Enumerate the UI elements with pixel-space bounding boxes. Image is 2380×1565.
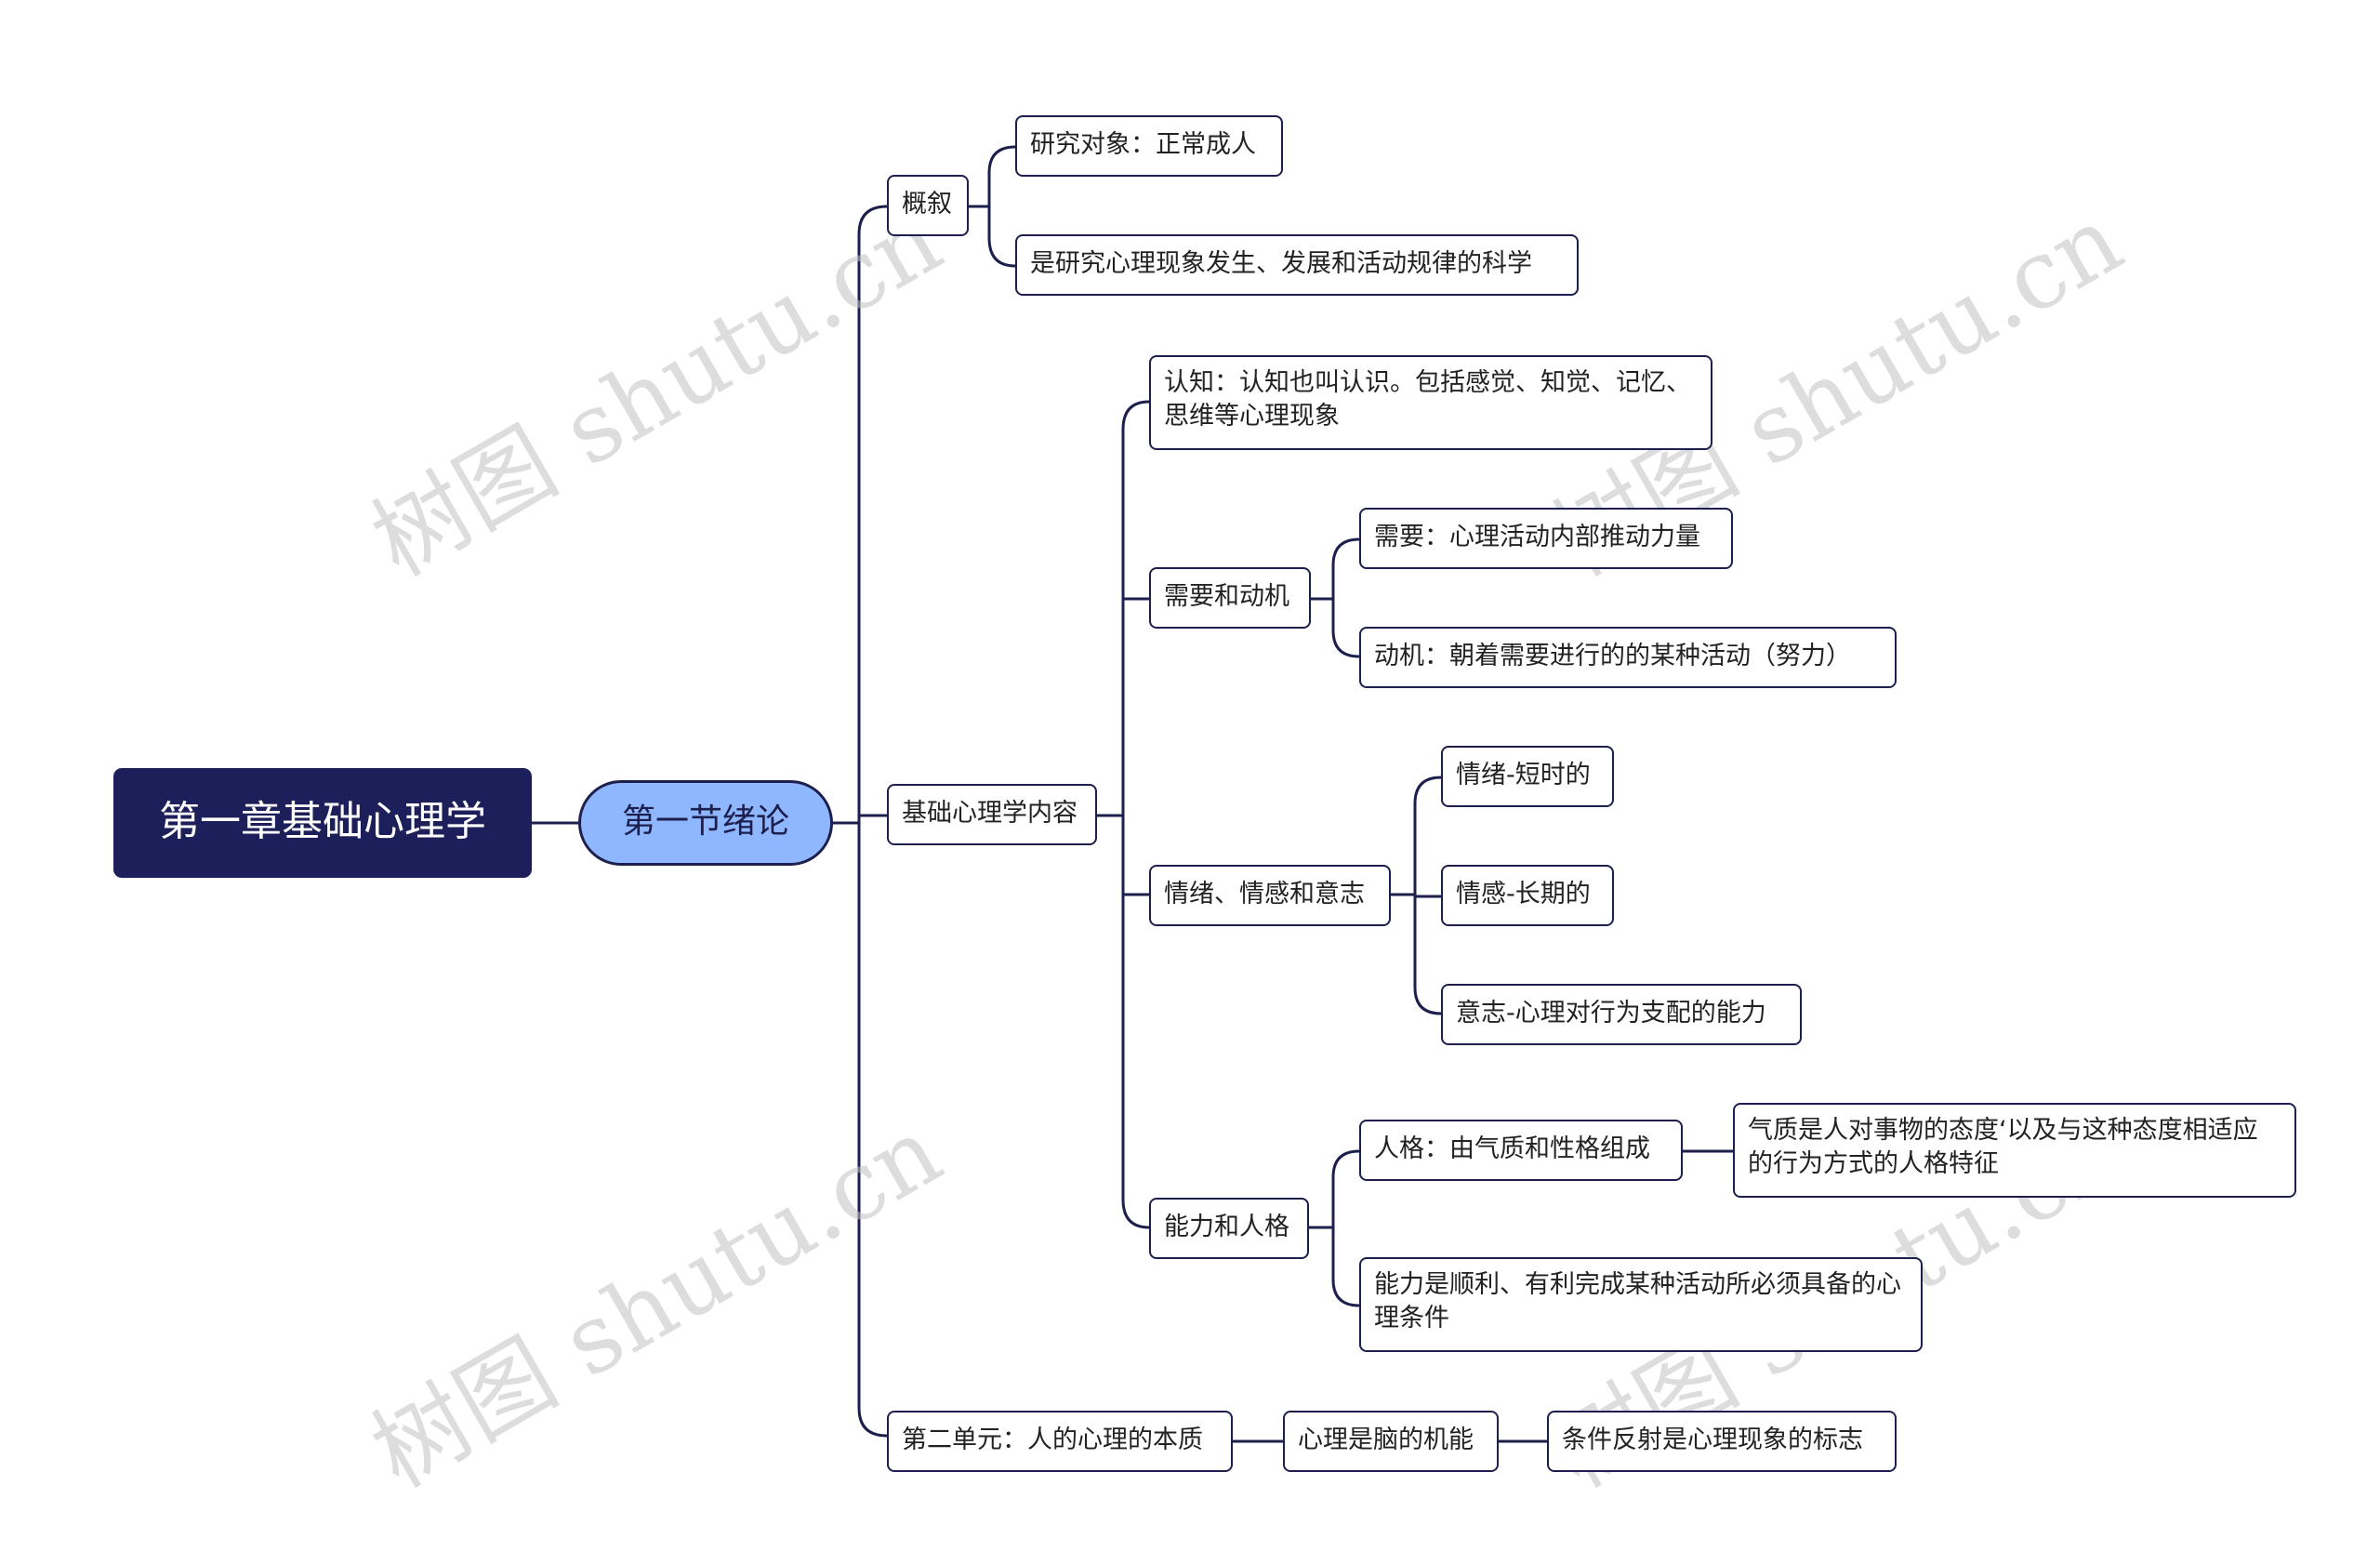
content-emotion[interactable]: 情绪、情感和意志 bbox=[1149, 865, 1391, 926]
feeling-item[interactable]: 情感-长期的 bbox=[1441, 865, 1614, 926]
unit2-conditioned-reflex[interactable]: 条件反射是心理现象的标志 bbox=[1547, 1411, 1897, 1472]
need-item[interactable]: 需要：心理活动内部推动力量 bbox=[1359, 508, 1733, 569]
emotion-item[interactable]: 情绪-短时的 bbox=[1441, 746, 1614, 807]
topic-overview[interactable]: 概叙 bbox=[887, 175, 969, 236]
root-node[interactable]: 第一章基础心理学 bbox=[113, 768, 532, 878]
content-cognition[interactable]: 认知：认知也叫认识。包括感觉、知觉、记忆、思维等心理现象 bbox=[1149, 355, 1712, 450]
will-item[interactable]: 意志-心理对行为支配的能力 bbox=[1441, 984, 1802, 1045]
content-need-motive[interactable]: 需要和动机 bbox=[1149, 567, 1311, 629]
overview-item-definition[interactable]: 是研究心理现象发生、发展和活动规律的科学 bbox=[1015, 234, 1579, 296]
content-ability-personality[interactable]: 能力和人格 bbox=[1149, 1198, 1309, 1259]
topic-unit2[interactable]: 第二单元：人的心理的本质 bbox=[887, 1411, 1233, 1472]
overview-item-subject[interactable]: 研究对象：正常成人 bbox=[1015, 115, 1283, 177]
section-node[interactable]: 第一节绪论 bbox=[578, 780, 833, 866]
temperament-detail[interactable]: 气质是人对事物的态度‘以及与这种态度相适应的行为方式的人格特征 bbox=[1733, 1103, 2296, 1198]
ability-definition[interactable]: 能力是顺利、有利完成某种活动所必须具备的心理条件 bbox=[1359, 1257, 1923, 1352]
unit2-brain-function[interactable]: 心理是脑的机能 bbox=[1283, 1411, 1499, 1472]
personality-item[interactable]: 人格：由气质和性格组成 bbox=[1359, 1120, 1683, 1181]
topic-content[interactable]: 基础心理学内容 bbox=[887, 784, 1097, 845]
motive-item[interactable]: 动机：朝着需要进行的的某种活动（努力） bbox=[1359, 627, 1897, 688]
